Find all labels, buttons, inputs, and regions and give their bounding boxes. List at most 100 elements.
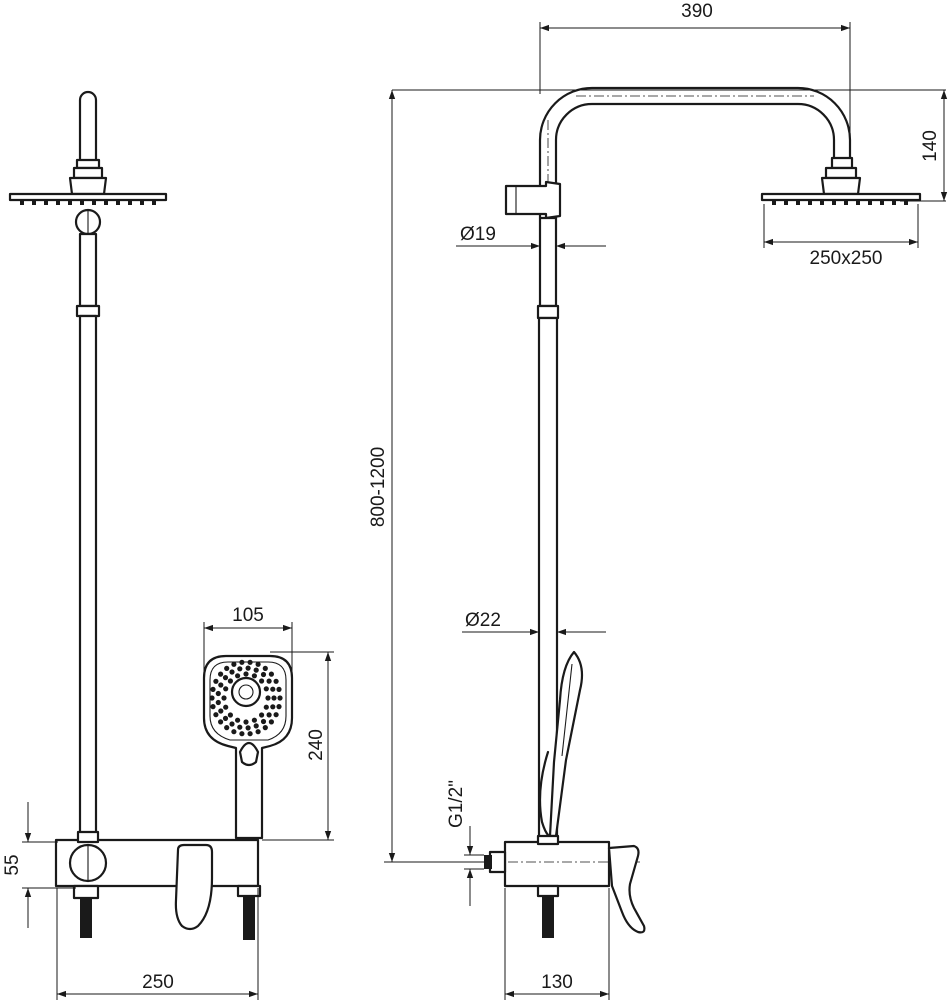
side-outlet-nut xyxy=(536,884,560,898)
spray-dot xyxy=(231,729,237,735)
spray-dot xyxy=(237,666,243,672)
side-overhead-arm-inner xyxy=(554,102,836,220)
spray-dot xyxy=(266,678,272,684)
front-pipe-nut xyxy=(76,830,100,844)
dim-label-pipe-diameter: Ø22 xyxy=(465,610,501,631)
spray-dot xyxy=(229,669,235,675)
dim-label-mixer-width: 250 xyxy=(142,972,174,993)
spray-dot xyxy=(210,686,216,693)
spray-dot xyxy=(270,704,276,710)
nozzle xyxy=(832,200,836,205)
spray-dot xyxy=(239,731,245,737)
spray-dot xyxy=(235,673,241,679)
nozzle xyxy=(904,200,908,205)
spray-dot xyxy=(247,659,253,665)
spray-dot xyxy=(235,717,241,723)
nozzle xyxy=(44,200,48,205)
nozzle xyxy=(116,200,120,205)
spray-dot xyxy=(218,671,224,677)
spray-dot xyxy=(243,719,249,725)
front-swivel-joint xyxy=(72,166,104,180)
nozzle xyxy=(140,200,144,205)
dim-label-arm-reach: 390 xyxy=(681,1,713,22)
side-mixer-lever xyxy=(607,844,646,934)
spray-dot xyxy=(210,704,216,710)
front-handshower-center-disc xyxy=(230,676,262,708)
side-nozzle-row xyxy=(772,200,908,205)
dim-label-mixer-depth: 130 xyxy=(541,972,573,993)
nozzle xyxy=(880,200,884,205)
front-lower-pipe xyxy=(78,314,98,842)
side-view xyxy=(484,86,922,938)
nozzle xyxy=(128,200,132,205)
nozzle xyxy=(68,200,72,205)
nozzle xyxy=(796,200,800,205)
front-mixer-lever xyxy=(174,843,214,931)
side-head-mount xyxy=(820,176,862,196)
spray-dot xyxy=(213,678,219,684)
nozzle xyxy=(784,200,788,205)
side-upper-rail xyxy=(538,216,558,308)
dimension-lines xyxy=(22,22,948,1000)
spray-dot xyxy=(224,725,230,731)
spray-dot xyxy=(227,678,233,684)
spray-dot xyxy=(245,665,251,671)
front-head-mount xyxy=(68,176,108,196)
spray-dot xyxy=(223,704,229,710)
spray-dot xyxy=(218,719,224,725)
front-overhead-plate xyxy=(8,192,168,202)
spray-dot xyxy=(209,695,215,701)
spray-dot xyxy=(268,671,274,677)
side-wall-thread xyxy=(484,855,492,869)
spray-dot xyxy=(223,686,229,692)
dim-label-arm-drop: 140 xyxy=(920,130,941,162)
dim-label-handshower-length: 240 xyxy=(306,729,327,761)
spray-dot xyxy=(218,682,224,688)
spray-dot xyxy=(276,704,282,710)
side-overhead-arm xyxy=(538,86,852,220)
nozzle xyxy=(104,200,108,205)
side-swivel-joint xyxy=(824,166,858,180)
nozzle xyxy=(892,200,896,205)
dim-label-handshower-width: 105 xyxy=(232,605,264,626)
spray-dot xyxy=(222,715,229,722)
spray-dot xyxy=(239,659,245,665)
spray-dot xyxy=(253,723,259,729)
nozzle xyxy=(32,200,36,205)
spray-dot xyxy=(266,712,272,718)
spray-dot xyxy=(218,708,224,714)
spray-dot xyxy=(251,717,257,723)
spray-dot xyxy=(221,695,227,701)
front-arm-nut xyxy=(75,158,101,170)
side-overhead-plate xyxy=(760,192,922,202)
nozzle xyxy=(80,200,84,205)
nozzle xyxy=(844,200,848,205)
front-handshower-spray-dots xyxy=(209,659,283,737)
side-wall-connector xyxy=(488,850,507,874)
spray-dot xyxy=(227,712,233,718)
spray-dot xyxy=(260,671,267,678)
nozzle xyxy=(772,200,776,205)
side-outlet-hose xyxy=(542,896,554,938)
spray-dot xyxy=(215,699,221,706)
side-pipe-nut xyxy=(536,834,560,846)
spray-dot xyxy=(277,695,283,701)
nozzle xyxy=(20,200,24,205)
side-rail-coupling xyxy=(536,304,560,320)
nozzle xyxy=(868,200,872,205)
spray-dot xyxy=(273,678,279,684)
nozzle xyxy=(92,200,96,205)
spray-dot xyxy=(231,661,237,667)
spray-dot xyxy=(253,667,259,673)
spray-dot xyxy=(262,725,268,731)
spray-dot xyxy=(243,671,249,677)
dim-label-mixer-height: 55 xyxy=(2,854,23,875)
front-inlet-hose-right xyxy=(243,896,255,940)
nozzle xyxy=(808,200,812,205)
front-arm-loop xyxy=(78,90,98,162)
side-slider-holder xyxy=(504,180,562,220)
front-upper-rail xyxy=(78,232,98,308)
spray-dot xyxy=(263,704,269,710)
spray-dot xyxy=(263,686,269,692)
